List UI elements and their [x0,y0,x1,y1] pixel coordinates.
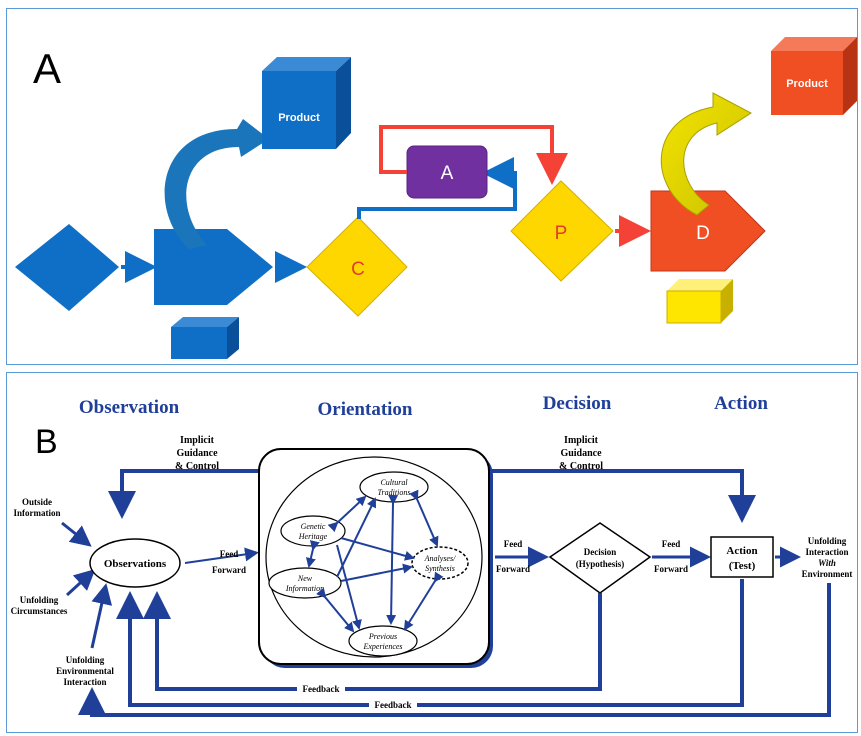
arrow-feed-forward-1 [184,547,259,564]
feed-forward-3-b: Forward [654,564,688,574]
unfolding-int-3: With [818,558,836,568]
a-label: A [441,163,454,184]
feedback-2-label: Feedback [375,700,412,710]
unfolding-env-1: Unfolding [66,655,105,665]
unfolding-int-1: Unfolding [808,536,847,546]
unfolding-circ-1: Unfolding [20,595,59,605]
panel-b: B Observation Orientation Decision Actio… [6,372,858,733]
observations-node [89,538,181,588]
arrow-implicit-left [108,469,265,519]
observations-label: Observations [104,558,167,570]
small-blue-cube [171,317,239,359]
panel-a-label: A [33,45,61,92]
unfolding-int-4: Environment [802,569,853,579]
c-label: C [351,259,365,280]
unfolding-circ-2: Circumstances [11,606,68,616]
implicit-right-3: & Control [559,461,603,472]
feed-forward-1-b: Forward [212,565,246,575]
genetic-1: Genetic [301,522,326,531]
unfolding-env-2: Environmental [56,666,114,676]
yellow-curved-arrow [661,92,752,216]
cultural-node [359,471,429,503]
blue-product-cube [262,57,351,149]
unfolding-env-3: Interaction [64,677,107,687]
decision-node [548,522,652,594]
arrow-implicit-right [487,469,756,523]
implicit-left-2: Guidance [176,448,218,459]
feedback-loop-decision [143,591,602,691]
action-node [710,536,774,578]
previous-2: Experiences [362,642,402,651]
panel-a: A Product C A [6,8,858,365]
orientation-circle [265,456,483,658]
panel-b-label: B [35,423,58,461]
genetic-2: Heritage [298,532,328,541]
feed-forward-2-a: Feed [504,539,523,549]
decision-1: Decision [584,547,617,557]
analysis-node [411,546,469,580]
analysis-2: Synthesis [425,564,455,573]
action-2: (Test) [729,560,756,572]
arrow-unfolding-env [90,583,113,649]
arrow-unfolding-circ [65,568,96,597]
heading-observation: Observation [79,397,180,418]
p-label: P [555,223,568,244]
genetic-node [280,515,346,547]
feedback-2-bg [369,698,417,710]
arrow-c-to-a [357,157,517,219]
action-1: Action [726,545,757,557]
feedback-loop-action [116,579,744,707]
cultural-2: Traditions [378,488,411,497]
red-product-cube [771,37,857,115]
outside-info-2: Information [14,508,61,518]
heading-orientation: Orientation [318,399,413,420]
implicit-left-3: & Control [175,461,219,472]
feedback-loop-environment [78,583,831,717]
new-info-node [268,567,342,599]
outside-info-1: Outside [22,497,52,507]
small-yellow-cube [666,279,733,324]
blue-pentagon [154,229,273,305]
feed-forward-1-a: Feed [220,549,239,559]
feedback-1-bg [297,682,345,694]
new-info-2: Information [285,584,324,593]
new-info-1: New [297,574,313,583]
blue-diamond [15,224,119,311]
blue-product-label: Product [278,112,320,124]
red-product-label: Product [786,78,828,90]
heading-action: Action [714,393,768,414]
implicit-right-2: Guidance [560,448,602,459]
feed-forward-3-a: Feed [662,539,681,549]
previous-1: Previous [368,632,397,641]
blue-curved-arrow [164,119,269,249]
decision-2: (Hypothesis) [576,559,625,569]
orientation-inner-arrows [305,489,444,633]
analysis-1: Analyses/ [424,554,456,563]
d-pentagon [650,190,766,272]
heading-decision: Decision [543,393,612,414]
implicit-right-1: Implicit [564,435,599,446]
unfolding-int-2: Interaction [806,547,849,557]
arrow-outside-info [61,521,92,547]
implicit-left-1: Implicit [180,435,215,446]
panel-a-diagram: A Product C A [15,37,857,359]
ooda-loop-diagram: B Observation Orientation Decision Actio… [11,393,853,717]
d-label: D [696,223,710,244]
arrow-a-to-p [379,125,568,185]
feedback-1-label: Feedback [303,684,340,694]
feed-forward-2-b: Forward [496,564,530,574]
p-diamond [510,180,614,282]
c-diamond [306,216,408,317]
cultural-1: Cultural [380,478,408,487]
previous-node [348,625,418,657]
